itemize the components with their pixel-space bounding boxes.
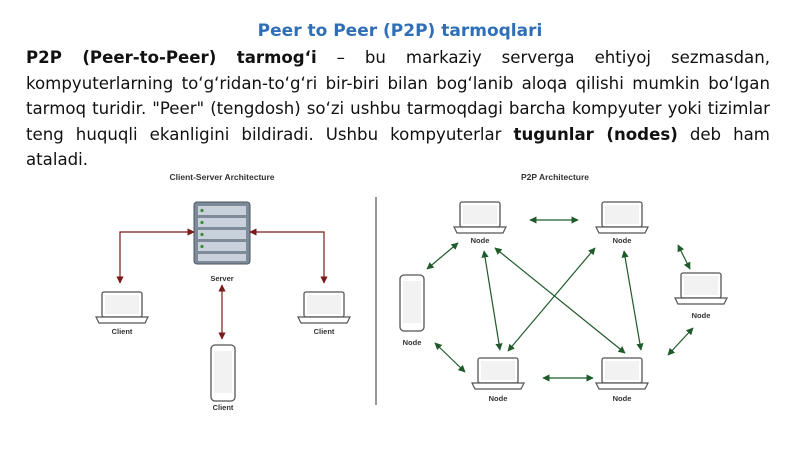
laptop-icon: [471, 357, 525, 390]
laptop-icon: [674, 272, 728, 305]
node-label: Node: [692, 311, 711, 320]
architecture-diagram: Client-Server Architecture Server Client…: [95, 172, 728, 412]
client-right-label: Client: [314, 327, 335, 336]
page-title: Peer to Peer (P2P) tarmoqlari: [257, 21, 543, 41]
laptop-icon: [595, 357, 649, 390]
client-server-caption: Client-Server Architecture: [169, 172, 274, 182]
node-label: Node: [489, 394, 508, 403]
paragraph-text-1: – bu markaziy serverga ehtiyoj sezmasdan…: [26, 48, 770, 144]
p2p-caption: P2P Architecture: [521, 172, 589, 182]
server-label: Server: [210, 274, 233, 283]
node-label: Node: [471, 236, 490, 245]
laptop-icon: [95, 291, 149, 324]
laptop-icon: [595, 201, 649, 234]
server-icon: [193, 201, 251, 265]
arrow-server-client-right: [249, 228, 328, 284]
phone-icon: [210, 344, 236, 402]
laptop-icon: [453, 201, 507, 234]
p2p-links: [426, 216, 694, 382]
intro-paragraph: P2P (Peer-to-Peer) tarmog‘i – bu markazi…: [26, 45, 770, 173]
phone-icon: [399, 274, 425, 332]
node-label: Node: [403, 338, 422, 347]
node-label: Node: [613, 236, 632, 245]
term-p2p: P2P (Peer-to-Peer) tarmog‘i: [26, 48, 317, 67]
term-nodes: tugunlar (nodes): [513, 124, 678, 144]
client-left-label: Client: [112, 327, 133, 336]
laptop-icon: [297, 291, 351, 324]
node-label: Node: [613, 394, 632, 403]
paragraph-text-2: deb ham ataladi.: [26, 124, 770, 170]
arrow-server-client-left: [116, 228, 195, 284]
client-bottom-label: Client: [213, 403, 234, 412]
